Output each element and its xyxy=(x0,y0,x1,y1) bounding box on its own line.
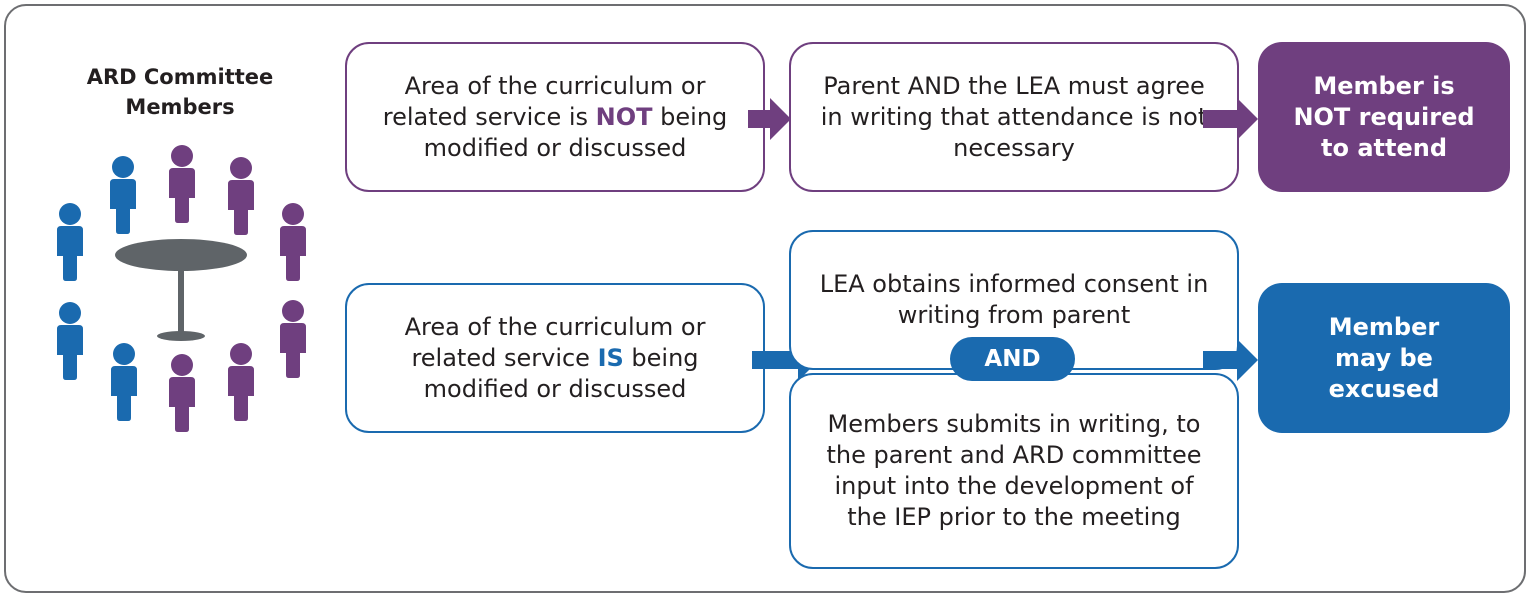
condition-not-box: Area of the curriculum or related servic… xyxy=(345,42,765,192)
result-not-pre: Member is xyxy=(1313,71,1455,100)
requirement-consent-text: LEA obtains informed consent in writing … xyxy=(819,270,1209,329)
condition-is-box: Area of the curriculum or related servic… xyxy=(345,283,765,433)
result-not-post: required to attend xyxy=(1321,102,1475,162)
condition-not-text: Area of the curriculum or related servic… xyxy=(361,71,749,164)
requirement-submit-box: Members submits in writing, to the paren… xyxy=(789,373,1239,569)
condition-is-post: being modified or discussed xyxy=(423,343,699,403)
result-is-text: Member may be excused xyxy=(1328,312,1440,403)
arrow-not-2 xyxy=(1203,98,1258,140)
diagram-frame xyxy=(4,4,1526,593)
condition-not-post: being modified or discussed xyxy=(423,102,728,162)
condition-not-keyword: NOT xyxy=(595,102,653,131)
requirement-not-box: Parent AND the LEA must agree in writing… xyxy=(789,42,1239,192)
arrow-not-1 xyxy=(748,98,791,140)
condition-is-keyword: IS xyxy=(597,343,624,372)
requirement-not-text: Parent AND the LEA must agree in writing… xyxy=(820,71,1208,162)
people-around-table-icon xyxy=(57,145,306,432)
diagram-title: ARD Committee Members xyxy=(30,62,330,122)
condition-is-text: Area of the curriculum or related servic… xyxy=(361,312,749,405)
title-line-2: Members xyxy=(125,95,235,119)
and-connector-badge: AND xyxy=(950,337,1075,381)
condition-is-pre: Area of the curriculum or related servic… xyxy=(404,312,706,372)
condition-not-pre: Area of the curriculum or related servic… xyxy=(382,71,706,131)
arrow-is-2 xyxy=(1203,339,1258,381)
requirement-submit-text: Members submits in writing, to the paren… xyxy=(826,410,1202,531)
title-line-1: ARD Committee xyxy=(86,65,274,89)
result-is-box: Member may be excused xyxy=(1258,283,1510,433)
result-not-keyword: NOT xyxy=(1293,102,1351,131)
